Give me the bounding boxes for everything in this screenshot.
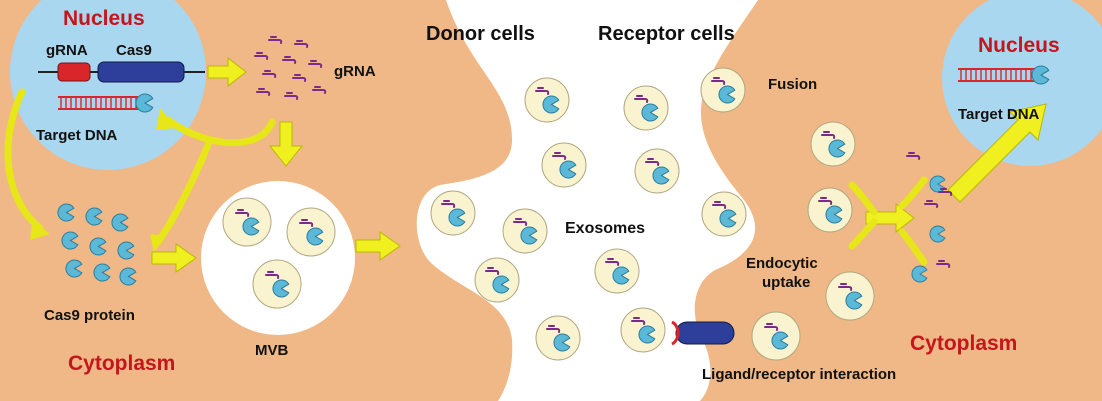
exosome-icon [286, 207, 336, 257]
mvb-label: MVB [255, 342, 289, 359]
receptor-cells-label: Receptor cells [598, 23, 735, 45]
mvb-body [201, 181, 355, 335]
arrows [151, 56, 1047, 273]
cas9-gene-label: Cas9 [116, 42, 152, 59]
exosome-icon [474, 257, 520, 303]
arrow-icon [848, 218, 878, 250]
exosome-icon [535, 315, 581, 361]
cas9-gene-block [97, 61, 185, 83]
nucleus-right-label: Nucleus [978, 34, 1060, 57]
exosome-icon [700, 67, 746, 113]
arrow-icon [156, 108, 176, 130]
gene-construct [38, 61, 205, 83]
endocytic-label: Endocytic [746, 255, 818, 272]
arrow-icon [30, 220, 50, 240]
cytoplasm-right-label: Cytoplasm [910, 332, 1017, 355]
nucleus-right [942, 0, 1102, 166]
arrow-icon [4, 88, 44, 232]
grna-label: gRNA [334, 63, 376, 80]
exosome-icon [751, 311, 801, 361]
exosome-icon [430, 190, 476, 236]
exosome-icon [594, 248, 640, 294]
arrow-icon [355, 231, 401, 261]
exosome-icon [825, 271, 875, 321]
exosome-layer [222, 67, 875, 361]
arrow-icon [898, 228, 928, 266]
uptake-label: uptake [762, 274, 810, 291]
cytoplasm-left-label: Cytoplasm [68, 352, 175, 375]
exosome-icon [623, 85, 669, 131]
arrow-icon [150, 234, 166, 252]
grna-gene-label: gRNA [46, 42, 88, 59]
exosome-icon [634, 148, 680, 194]
arrow-icon [898, 176, 928, 210]
receptor-icon [671, 320, 735, 346]
arrow-icon [207, 56, 247, 88]
arrow-icon [848, 181, 878, 216]
donor-cells-label: Donor cells [426, 23, 535, 45]
target-dna-right-label: Target DNA [958, 106, 1040, 123]
arrow-icon [947, 103, 1047, 203]
fusion-label: Fusion [768, 76, 817, 93]
target-dna-left-label: Target DNA [36, 127, 118, 144]
nucleus-left-label: Nucleus [63, 7, 145, 30]
arrow-icon [151, 243, 197, 273]
grna-gene-block [57, 62, 91, 82]
exosome-icon [222, 197, 272, 247]
exosome-icon [252, 259, 302, 309]
exosome-icon [524, 77, 570, 123]
exosome-icon [541, 142, 587, 188]
ligand-receptor-label: Ligand/receptor interaction [702, 366, 896, 383]
exosome-icon [810, 121, 856, 167]
exosome-icon [807, 187, 853, 233]
cas9-protein-label: Cas9 protein [44, 307, 135, 324]
exosomes-label: Exosomes [565, 220, 645, 237]
exosome-icon [502, 208, 548, 254]
arrow-icon [268, 121, 304, 167]
arrow-icon [164, 116, 276, 147]
exosome-icon [701, 191, 747, 237]
exosome-icon [620, 307, 666, 353]
